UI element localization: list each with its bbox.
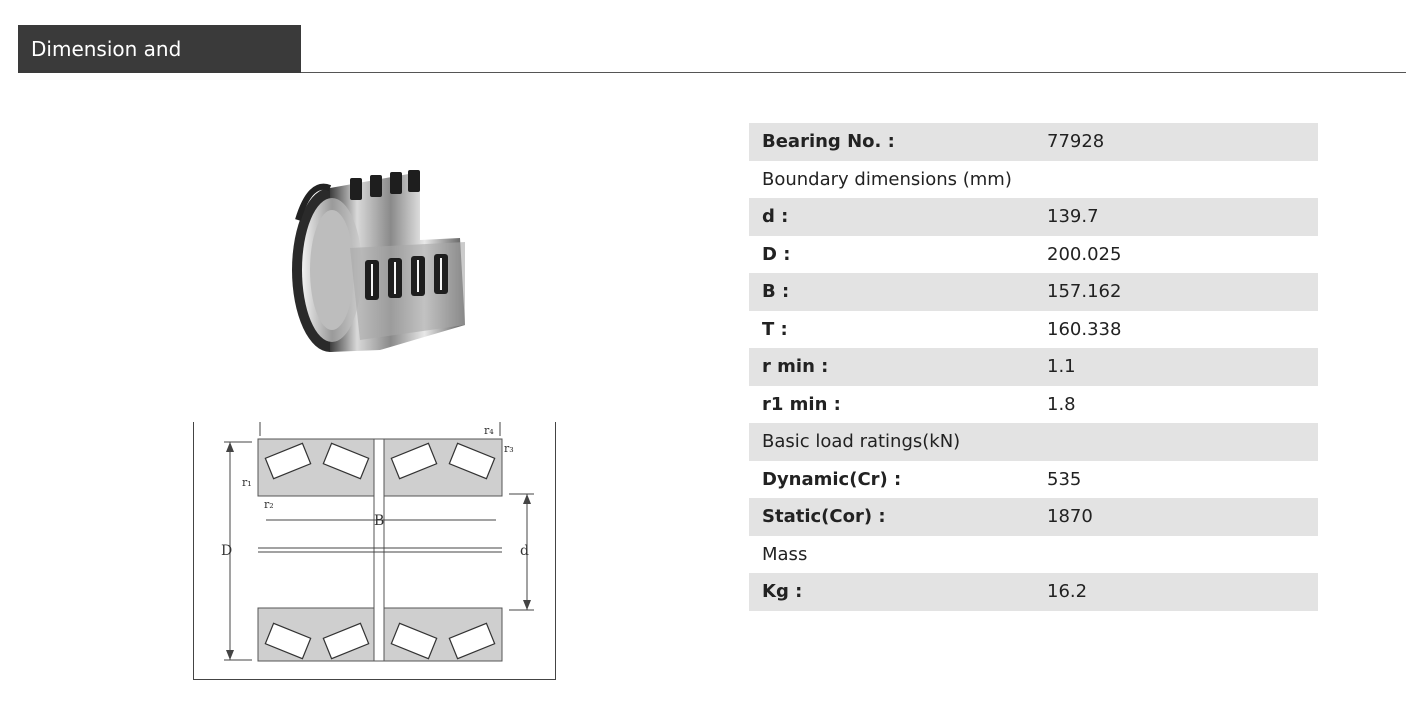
table-row: Dynamic(Cr) : 535 <box>749 461 1318 499</box>
label-d: d <box>520 543 529 559</box>
param-label: Bearing No. : <box>749 123 1034 161</box>
table-row: Kg :16.2 <box>749 573 1318 611</box>
section-divider <box>18 72 1406 73</box>
label-r4: r₄ <box>484 424 494 437</box>
param-value <box>1034 536 1318 574</box>
param-value: 1.1 <box>1034 348 1318 386</box>
table-row: d :139.7 <box>749 198 1318 236</box>
param-label: r min : <box>749 348 1034 386</box>
table-row: r min :1.1 <box>749 348 1318 386</box>
label-r3: r₃ <box>504 442 514 455</box>
table-row: B :157.162 <box>749 273 1318 311</box>
section-title: Dimension and Parameters <box>18 25 301 109</box>
table-row: Mass <box>749 536 1318 574</box>
param-value: 535 <box>1047 468 1082 490</box>
bearing-cross-section-drawing: D d B r₁ r₂ r₃ r₄ <box>193 422 556 680</box>
label-r1: r₁ <box>242 476 252 489</box>
param-value: 139.7 <box>1034 198 1318 236</box>
table-row: D : 200.025 <box>749 236 1318 274</box>
bearing-photo <box>270 160 485 360</box>
table-row: Boundary dimensions (mm) <box>749 161 1318 199</box>
param-label: Mass <box>762 543 808 565</box>
param-value <box>1034 423 1318 461</box>
param-value: 1870 <box>1034 498 1318 536</box>
param-value: 1.8 <box>1047 393 1076 415</box>
table-row: T : 160.338 <box>749 311 1318 349</box>
label-r2: r₂ <box>264 498 274 511</box>
param-label: T : <box>762 318 788 340</box>
param-value: 200.025 <box>1047 243 1122 265</box>
param-label: B : <box>749 273 1034 311</box>
param-value: 77928 <box>1034 123 1318 161</box>
param-label: Basic load ratings(kN) <box>749 423 1034 461</box>
param-label: d : <box>749 198 1034 236</box>
table-row: Basic load ratings(kN) <box>749 423 1318 461</box>
table-row: r1 min : 1.8 <box>749 386 1318 424</box>
label-B: B <box>374 513 384 529</box>
param-label: Boundary dimensions (mm) <box>762 168 1012 190</box>
param-label: Kg : <box>749 573 1034 611</box>
param-label: r1 min : <box>762 393 841 415</box>
param-value <box>1034 161 1318 199</box>
table-row: Bearing No. :77928 <box>749 123 1318 161</box>
param-label: Static(Cor) : <box>749 498 1034 536</box>
param-label: Dynamic(Cr) : <box>762 468 902 490</box>
param-value: 16.2 <box>1034 573 1318 611</box>
param-label: D : <box>762 243 791 265</box>
table-row: Static(Cor) :1870 <box>749 498 1318 536</box>
label-D: D <box>221 543 232 559</box>
param-value: 157.162 <box>1034 273 1318 311</box>
param-value: 160.338 <box>1047 318 1122 340</box>
